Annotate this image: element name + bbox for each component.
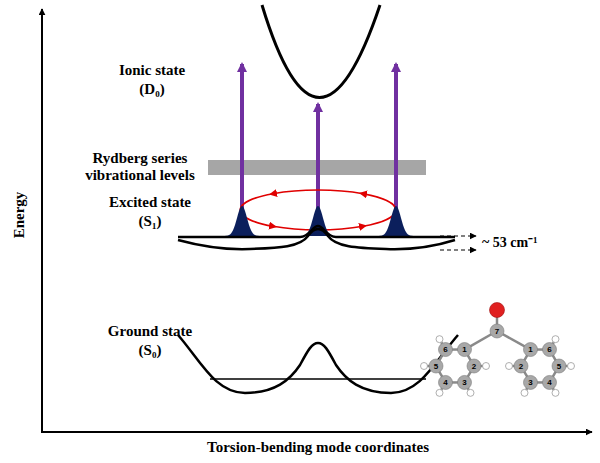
ground-curve xyxy=(178,335,458,393)
wavepacket xyxy=(296,206,340,236)
atom-number: 6 xyxy=(443,345,447,354)
atom-number: 5 xyxy=(434,362,438,371)
wavepackets xyxy=(220,206,418,236)
ionic-curve xyxy=(262,5,380,98)
carbon-atom xyxy=(439,375,453,389)
state-label: Excited state xyxy=(109,194,191,211)
state-symbol: (S₁) xyxy=(139,213,162,230)
atom-number: 3 xyxy=(462,378,466,387)
hydrogen-atom xyxy=(483,363,490,370)
atom-number: 2 xyxy=(519,362,523,371)
state-symbol: (S₀) xyxy=(139,342,162,359)
band-label: Rydberg series vibrational levels xyxy=(78,150,202,185)
atom-number: 5 xyxy=(557,362,561,371)
hydrogen-atom xyxy=(421,363,428,370)
axis-title: Energy xyxy=(11,192,28,239)
carbon-atom xyxy=(552,359,566,373)
hydrogen-atom xyxy=(436,336,443,343)
atom-number: 1 xyxy=(462,345,466,354)
atom-number: 1 xyxy=(528,345,532,354)
ground-level xyxy=(210,378,426,380)
hydrogen-atom xyxy=(552,336,559,343)
oxygen-atom xyxy=(490,303,505,318)
hydrogen-atom xyxy=(552,389,559,396)
wavepacket xyxy=(374,206,418,236)
energy-axis xyxy=(41,9,43,432)
coordinate-axis xyxy=(41,431,592,433)
atom-number: 6 xyxy=(547,345,551,354)
carbon-atom xyxy=(439,343,453,357)
atom-number: 7 xyxy=(495,327,499,336)
carbon-atom xyxy=(458,343,472,357)
carbon-atom xyxy=(458,375,472,389)
axis-title: Torsion-bending mode coordinates xyxy=(207,439,429,456)
carbon-atom xyxy=(543,343,557,357)
carbon-atom xyxy=(524,343,538,357)
atom-number: 4 xyxy=(547,378,551,387)
excited-level xyxy=(178,226,455,237)
carbon-atom xyxy=(543,375,557,389)
dashed-leader xyxy=(440,250,476,251)
wavepacket xyxy=(220,206,264,236)
state-symbol: (D₀) xyxy=(139,81,164,98)
hydrogen-atom xyxy=(467,389,474,396)
hydrogen-atom xyxy=(568,363,575,370)
dashed-leader xyxy=(440,236,476,237)
atom-number: 2 xyxy=(472,362,476,371)
state-label: Ground state xyxy=(108,323,192,340)
hydrogen-atom xyxy=(521,389,528,396)
atom-number: 4 xyxy=(443,378,447,387)
carbon-atom xyxy=(490,324,504,338)
carbon-atom xyxy=(429,359,443,373)
atom-number: 3 xyxy=(528,378,532,387)
state-label: Ionic state xyxy=(119,62,185,79)
hydrogen-atom xyxy=(436,389,443,396)
energy-gap-label: ~ 53 cm⁻¹ xyxy=(482,235,537,251)
carbon-atom xyxy=(514,359,528,373)
carbon-atom xyxy=(524,375,538,389)
excited-curve xyxy=(178,229,455,249)
benzophenone-model xyxy=(421,303,575,397)
carbon-atom xyxy=(467,359,481,373)
hydrogen-atom xyxy=(506,363,513,370)
